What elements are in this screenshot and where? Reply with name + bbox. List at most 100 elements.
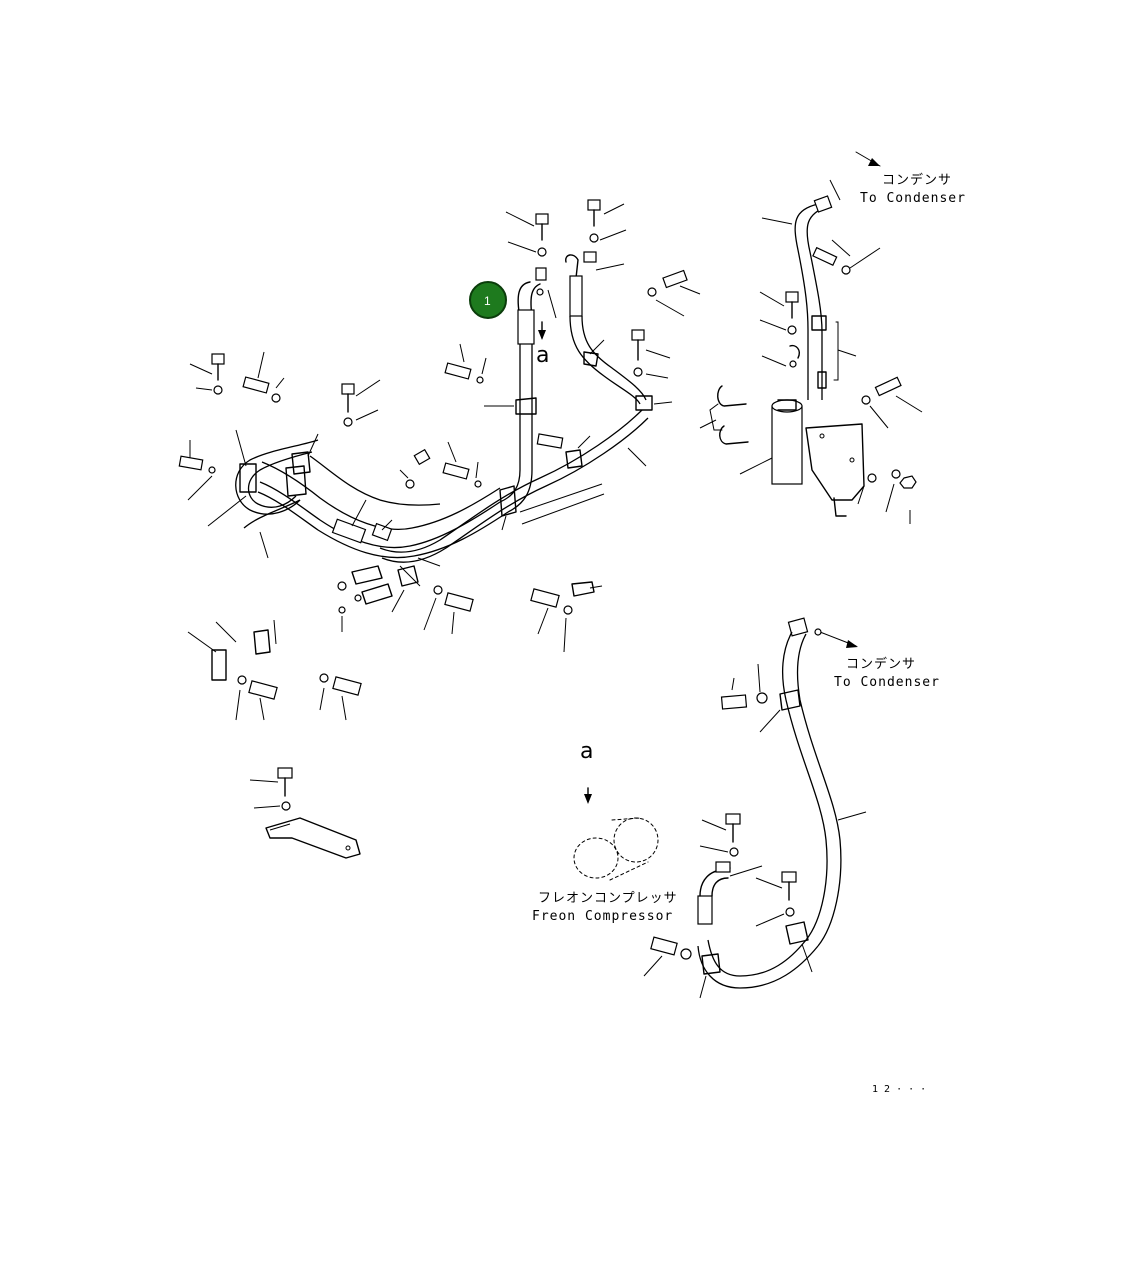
washer (237, 675, 247, 685)
o-ring (337, 581, 347, 591)
o-ring (354, 594, 362, 602)
leader-line (355, 409, 379, 421)
leader-line (235, 429, 247, 467)
washer (861, 395, 871, 405)
leader-line (895, 395, 923, 413)
fitting-block (583, 251, 597, 263)
clamp (285, 465, 307, 497)
bracket-line (833, 321, 839, 381)
leader-line (857, 485, 865, 505)
center-hose-assembly: a 1 (444, 199, 701, 513)
lower-right-hose-assembly: コンデンサ To Condenser (643, 617, 939, 999)
bolt (530, 588, 560, 608)
leader-line (259, 697, 265, 721)
bolt (442, 462, 470, 480)
arrow-head-icon (868, 158, 880, 166)
leader-line (627, 447, 647, 467)
leader-line (643, 955, 663, 977)
washer (474, 480, 482, 488)
leader-line (755, 913, 785, 927)
clamp (565, 449, 583, 469)
clamp (811, 315, 827, 331)
bracket-tab (833, 497, 847, 517)
leader-line (451, 611, 455, 635)
leader-line (249, 779, 279, 783)
washer (867, 473, 877, 483)
leader-line (423, 597, 437, 631)
fitting-block (535, 267, 547, 281)
leader-line (355, 379, 381, 397)
clamp (499, 485, 517, 517)
leader-line (739, 457, 773, 475)
hose-right-edge (581, 315, 647, 401)
view-label-a: a (536, 343, 549, 368)
leader-line (731, 677, 735, 691)
bolt-head (631, 329, 645, 341)
leader-line (599, 229, 627, 241)
long-hose-a (379, 409, 643, 553)
hose-end-fitting (361, 583, 393, 605)
washer (891, 469, 901, 479)
clamp (371, 522, 393, 542)
leader-line (653, 401, 673, 405)
nut (899, 475, 917, 489)
leader-line (547, 289, 557, 319)
vertical-hose-left-edge (507, 318, 533, 513)
u-bolt (717, 385, 747, 407)
compressor-label-jp: フレオンコンプレッサ (538, 891, 678, 906)
bolt (812, 246, 838, 266)
callout-number[interactable]: 1 (484, 294, 491, 308)
receiver-drier-assembly: コンデンサ To Condenser (699, 151, 965, 524)
bolt (444, 592, 474, 612)
bolt-head (587, 199, 601, 211)
fitting-block (715, 861, 731, 873)
drawing-code: 1 2 · · · (872, 1084, 926, 1095)
compressor-outline (609, 817, 649, 881)
clamp (779, 689, 801, 711)
washer (208, 466, 216, 474)
leader-line (507, 241, 537, 253)
leader-line (269, 823, 291, 831)
o-ring (536, 288, 544, 296)
washer (537, 247, 547, 257)
washer (319, 673, 329, 683)
leader-line (207, 495, 247, 527)
compressor-pulley (573, 837, 619, 879)
detail-label-a: a (580, 739, 593, 764)
leader-line (699, 975, 707, 999)
leader-line (699, 845, 729, 853)
receiver-cap (777, 399, 797, 411)
leader-line (595, 263, 625, 271)
leader-line (759, 709, 781, 733)
leader-line (729, 865, 763, 877)
leader-line (189, 363, 213, 375)
lower-loop-hose (707, 939, 807, 977)
long-vertical-hose (782, 631, 828, 941)
leader-line (187, 631, 217, 653)
washer (281, 801, 291, 811)
callout-badge[interactable] (469, 281, 507, 319)
leader-line (341, 695, 347, 721)
leader-line (481, 357, 487, 375)
leader-line (885, 483, 895, 513)
washer (213, 385, 223, 395)
leader-line (759, 319, 787, 331)
vertical-hose-left (499, 318, 521, 503)
main-hose-bundle (207, 409, 649, 632)
washer (787, 325, 797, 335)
upper-hose-edge (806, 205, 829, 400)
leader-line (759, 291, 785, 307)
leader-line (849, 247, 881, 269)
leader-line (475, 461, 479, 479)
washer (476, 376, 484, 384)
clamp (253, 629, 271, 655)
upper-hose (794, 203, 819, 400)
leader-line (761, 355, 787, 367)
bolt-hole (345, 845, 351, 851)
detail-view-a: a フレオンコンプレッサ Freon Compressor (532, 739, 678, 924)
bundle-hose-1 (259, 481, 501, 549)
leader-line (235, 689, 241, 721)
long-vertical-hose-edge (796, 633, 842, 947)
mid-left-clamps (187, 581, 603, 721)
